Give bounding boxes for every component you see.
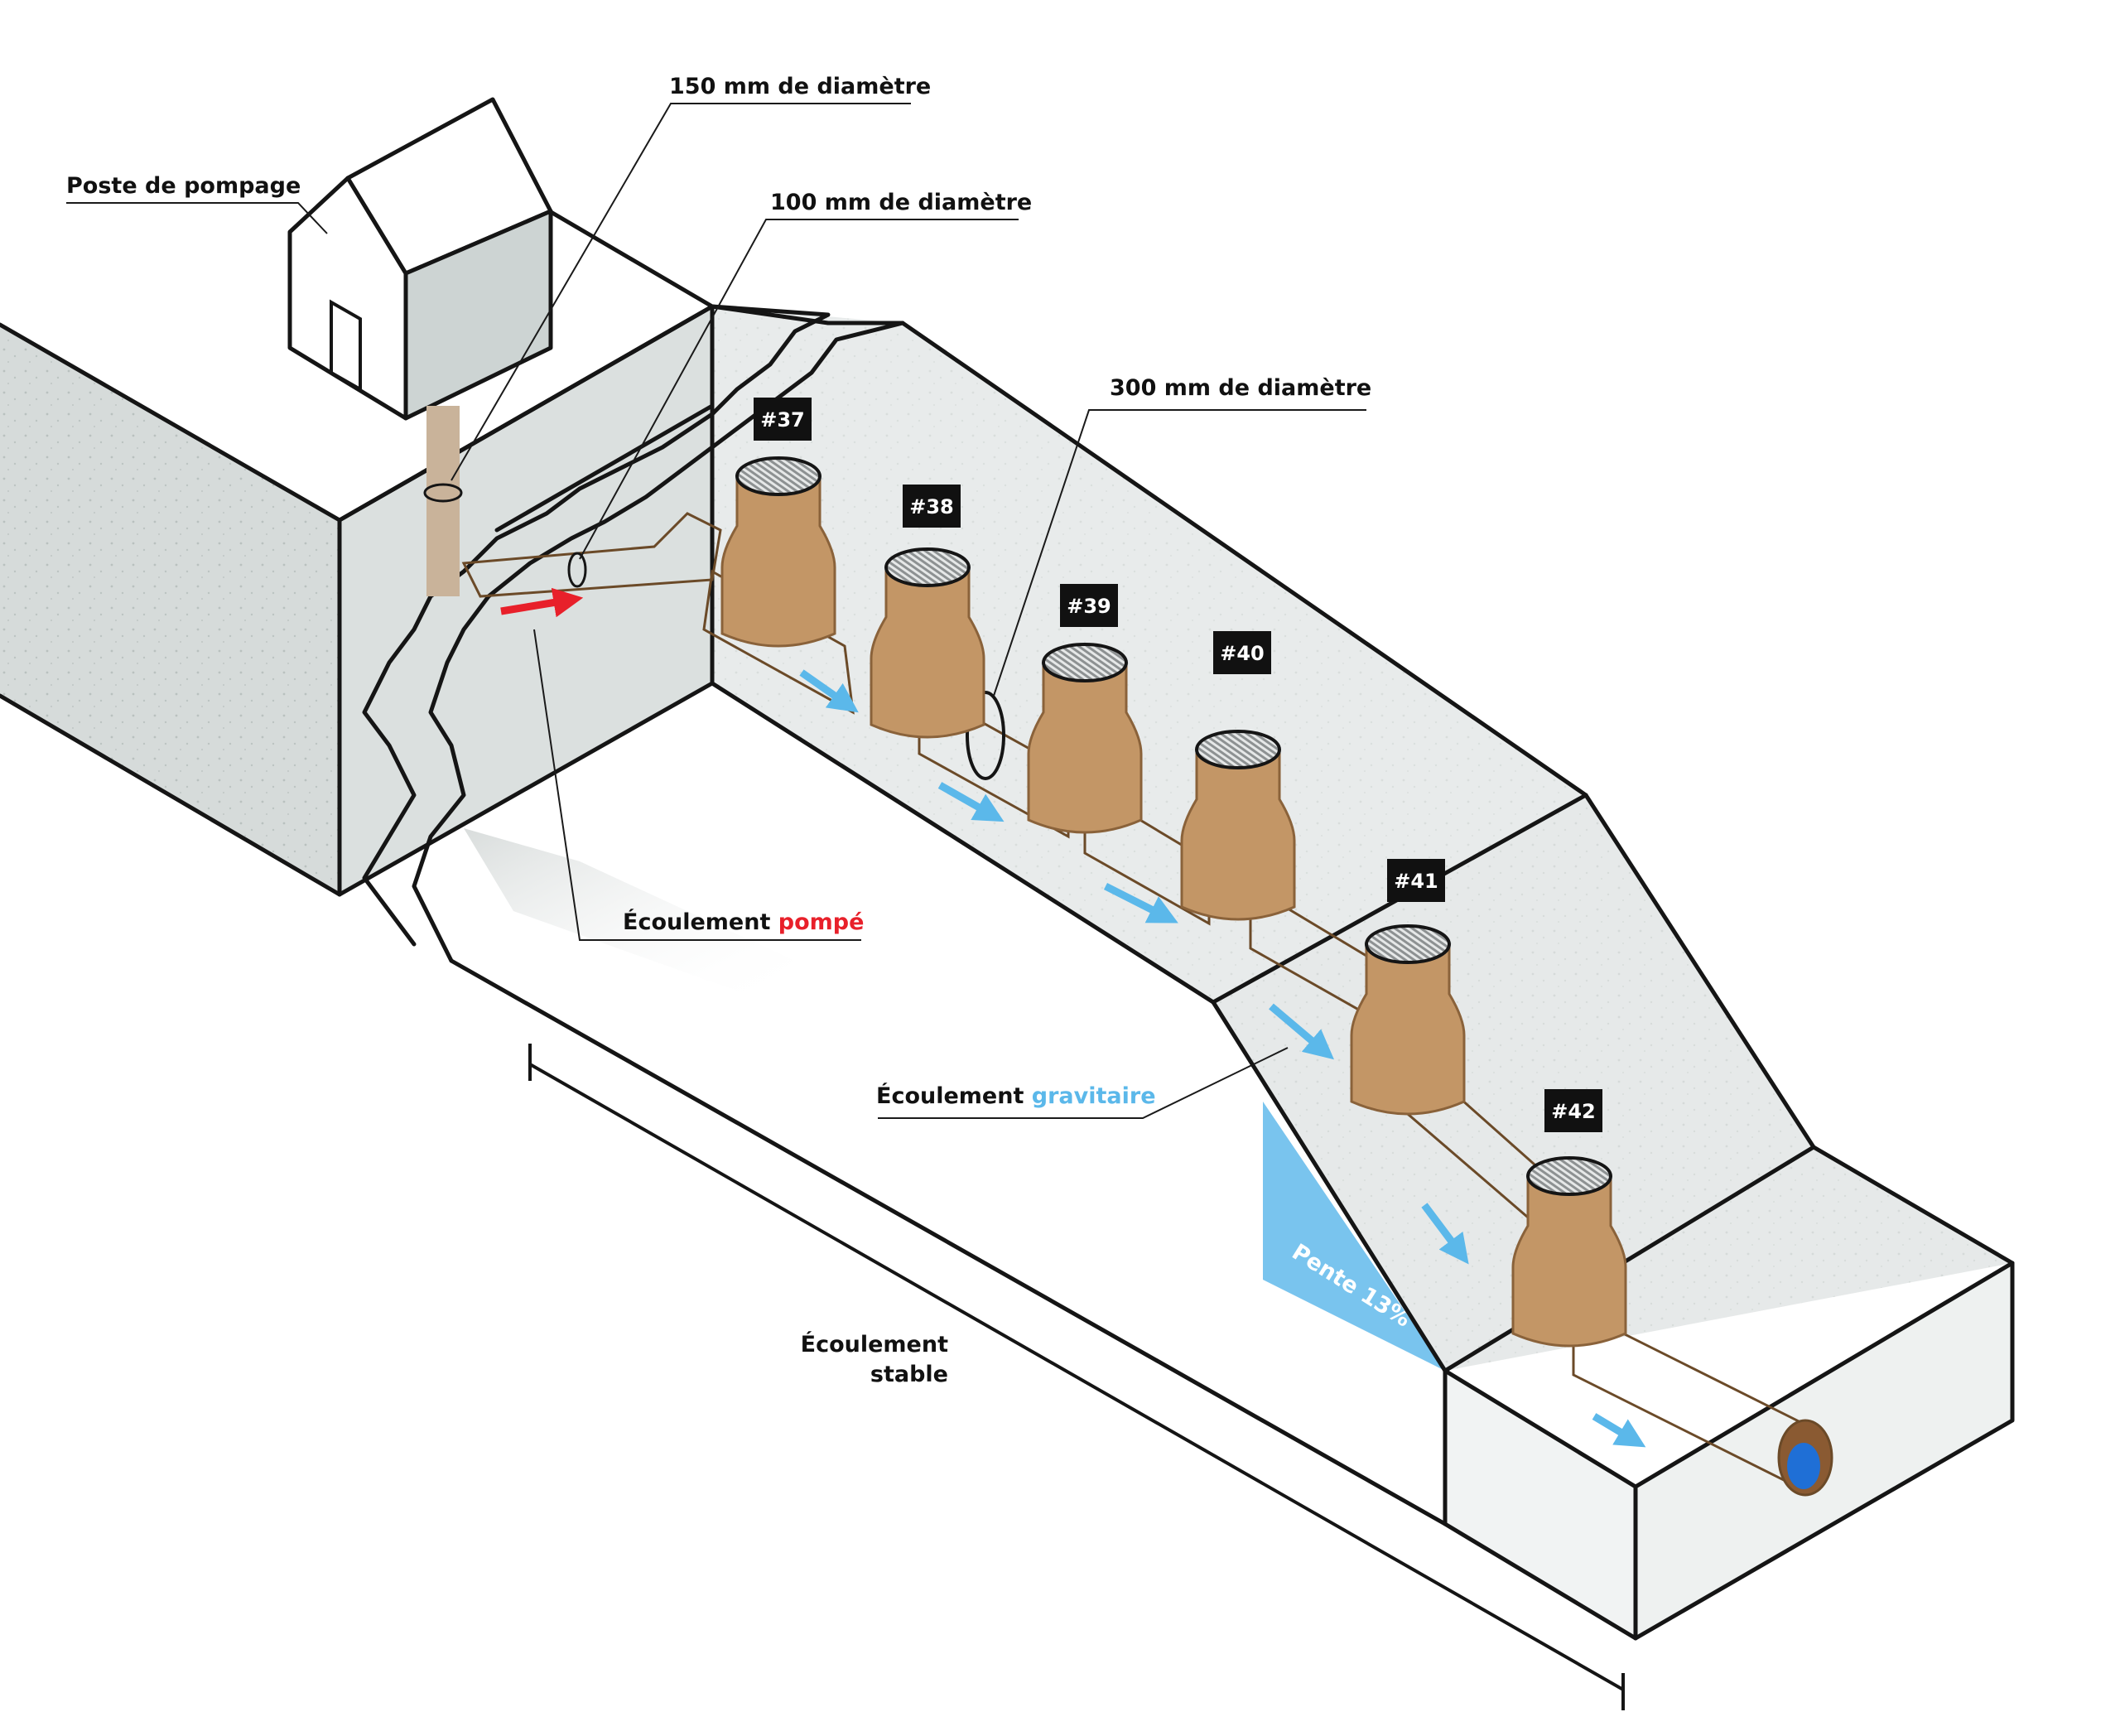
inner-ledge-edge [494,403,715,533]
manhole-id: #41 [1394,870,1438,893]
trench-upper-edge [900,321,1588,798]
right-block-front [1445,1371,1636,1638]
left-cut-edge [337,304,715,897]
pumped-flow-arrow [500,587,584,618]
manhole-id: #40 [1220,642,1265,665]
manhole-tag [903,485,961,528]
manhole-grate-icon [1042,643,1128,682]
break-line-1 [362,304,831,947]
trench-lower-edge [710,681,1216,1005]
manhole-tag [1387,859,1445,902]
end-side-edge [1633,1261,2015,1641]
lower-slope-edge [1211,1000,1448,1373]
stable-flow-label-line1: Écoulement [801,1331,948,1357]
manhole-shaft [870,566,985,739]
manhole-shaft [720,475,836,648]
far-cross-edge [1443,1145,1816,1373]
manhole: #37 [720,398,836,648]
pumping-station-label: Poste de pompage [66,173,301,199]
left-block-front [0,325,340,895]
stable-flow-label-line2: stable [870,1362,948,1387]
left-block-cut [340,306,712,895]
manhole-shaft [1511,1174,1627,1348]
leader-lines [66,103,1366,1119]
diameter-100-label: 100 mm de diamètre [770,190,1032,215]
manhole: #40 [1180,631,1296,921]
manhole-grate-icon [1195,730,1281,769]
manhole-grate-icon [1526,1156,1612,1196]
left-bottom-edge [0,693,342,897]
trench-back-wall [712,306,1586,1002]
gravity-flow-arrows [799,669,1646,1448]
manhole-tag [1213,631,1271,674]
manhole-tag [1544,1089,1602,1132]
left-back-edge [540,205,715,309]
manhole-id: #37 [760,408,805,432]
gravity-flow-label: Écoulement gravitaire [876,1083,1156,1109]
diameter-150-label: 150 mm de diamètre [669,74,931,99]
manhole-grate-icon [735,456,822,496]
floor-shadow [464,828,795,994]
gravity-flow-prefix: Écoulement [876,1083,1024,1109]
gravity-flow-word: gravitaire [1032,1083,1156,1109]
pumped-flow-label: Écoulement pompé [623,909,864,935]
break-line-2 [412,321,905,963]
manhole-id: #38 [909,495,954,518]
diameter-300-label: 300 mm de diamètre [1110,375,1371,401]
manhole-shaft [1027,661,1143,834]
pumping-station-house [287,97,553,421]
manhole: #38 [870,485,985,739]
manhole-id: #39 [1067,595,1111,618]
manhole-tag [754,398,812,441]
manhole-grate-icon [884,547,971,587]
upper-slope-edge [1583,793,1816,1150]
manhole-shaft [1180,748,1296,921]
manhole-tag [1060,584,1118,627]
manhole-id: #42 [1551,1100,1596,1123]
pumped-flow-prefix: Écoulement [623,909,770,935]
pumped-flow-word: pompé [778,909,865,935]
manhole: #42 [1511,1089,1627,1348]
far-top-edge [1811,1145,2015,1266]
force-main-ring [423,483,463,503]
stable-flow-bracket [528,1044,1625,1710]
manhole-grate-icon [1365,924,1451,964]
manhole: #41 [1350,859,1466,1116]
manhole: #39 [1027,584,1143,834]
slope-triangle [1263,1102,1445,1371]
manhole-group: #37 #38 #39 #40 #41 #42 [720,398,1627,1348]
manhole-shaft [1350,943,1466,1116]
